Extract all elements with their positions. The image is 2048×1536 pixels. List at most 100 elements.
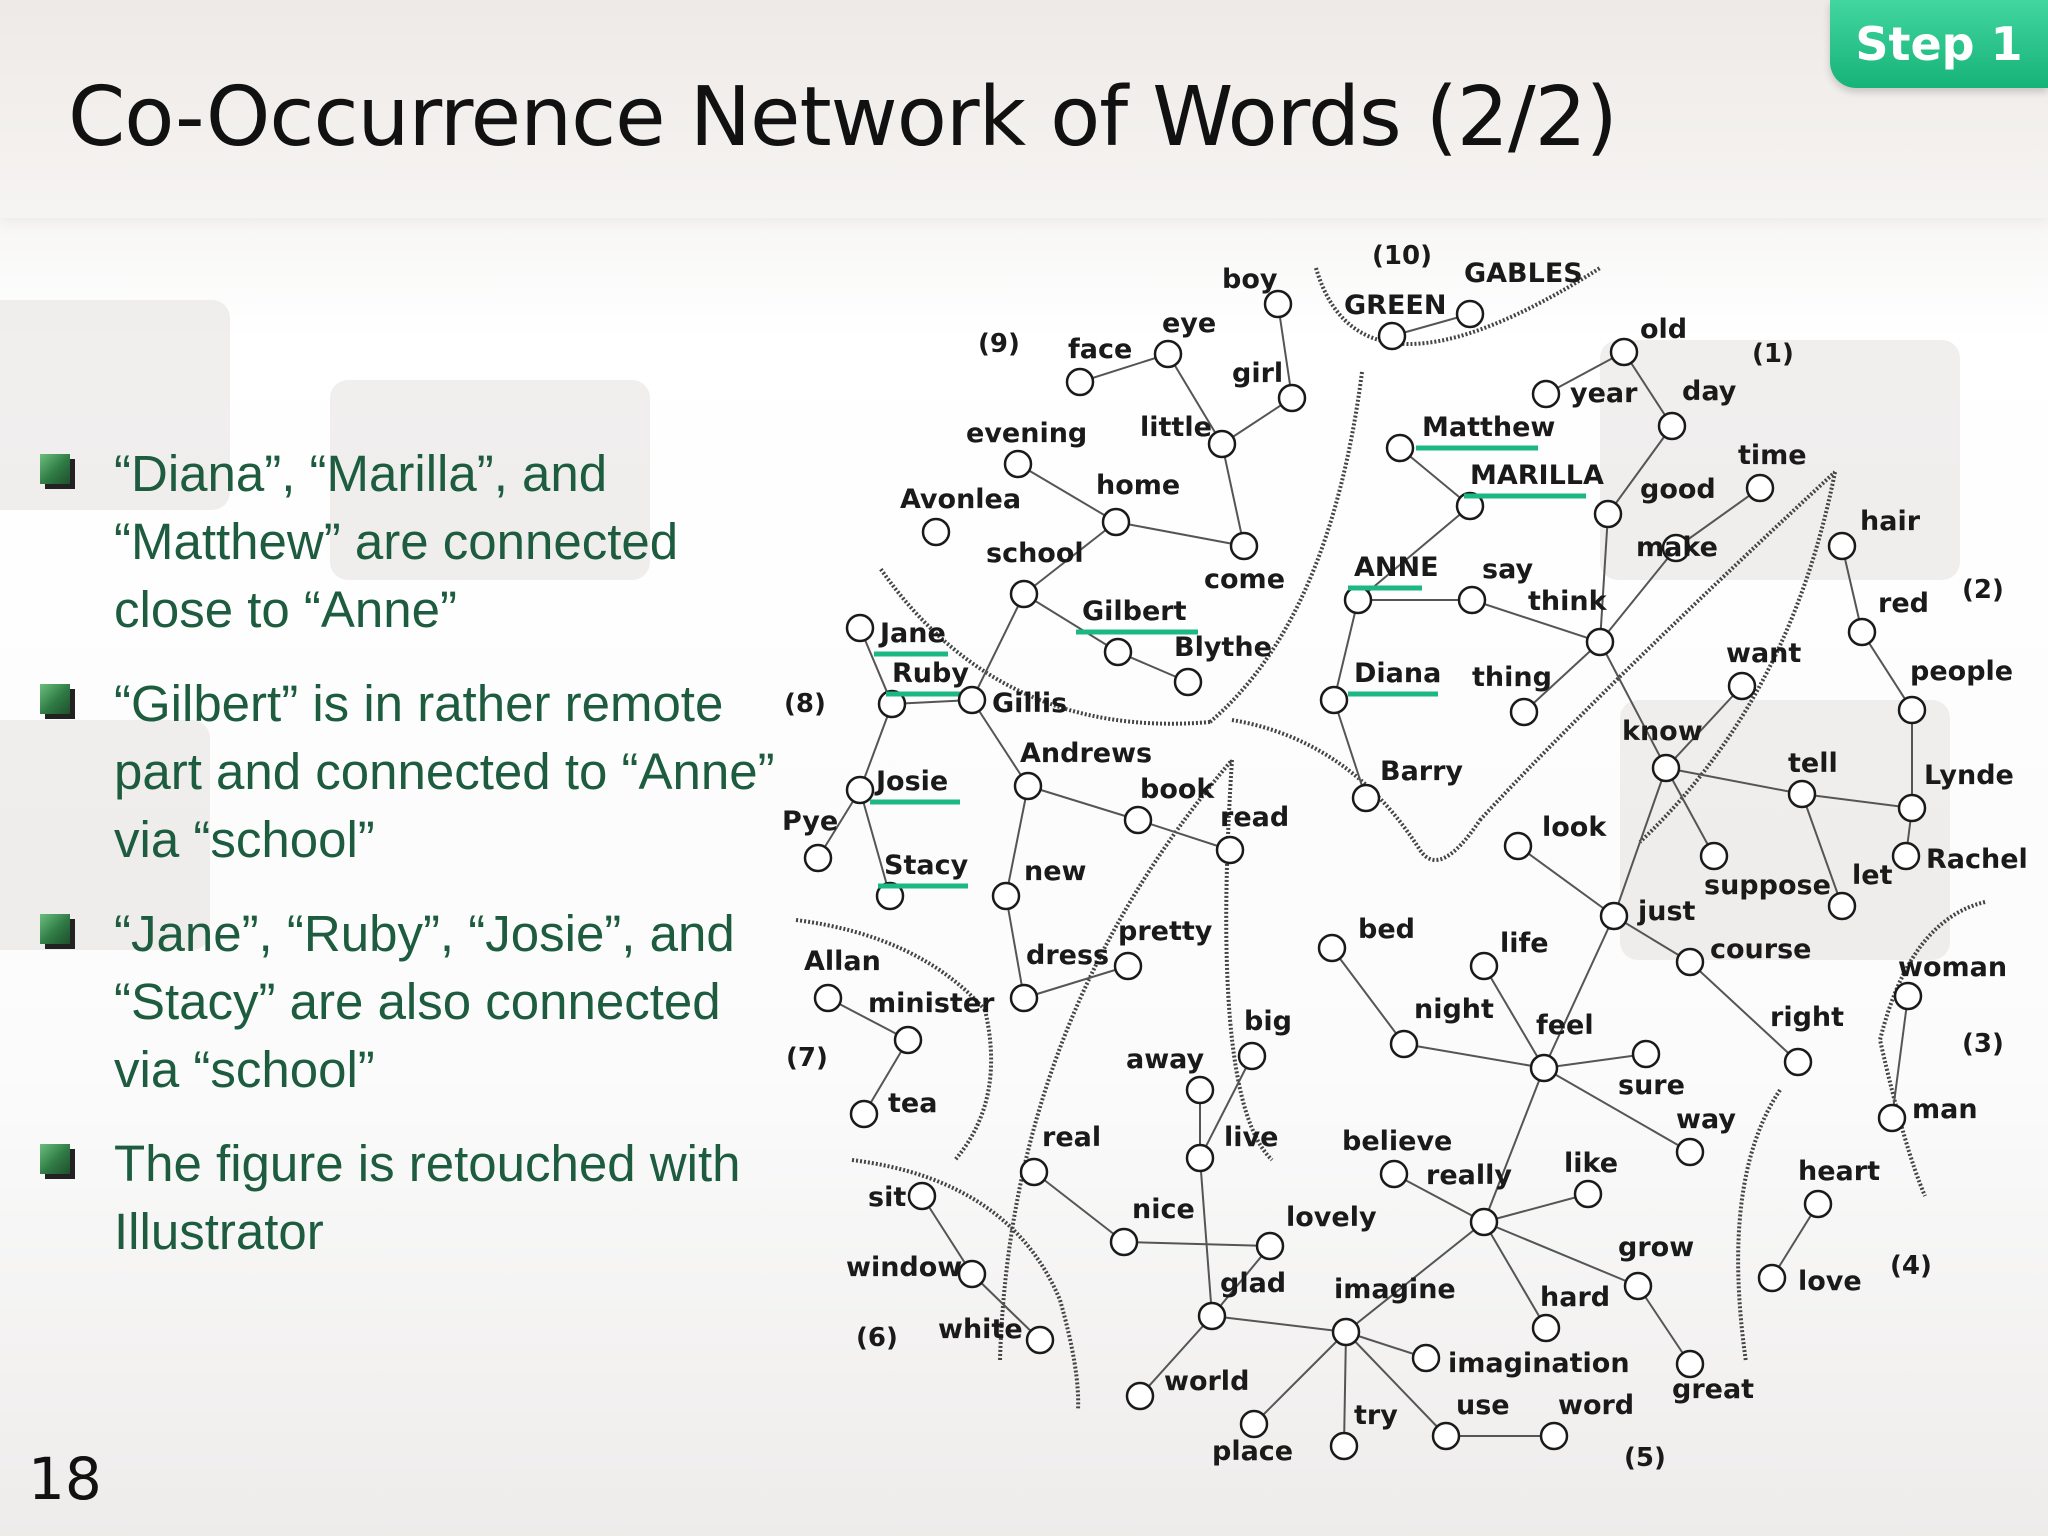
node-eye: [1153, 339, 1183, 369]
word-label-just: just: [1637, 896, 1696, 927]
word-label-feel: feel: [1536, 1010, 1594, 1041]
word-label-word: word: [1558, 1390, 1634, 1421]
boundary-line: [851, 1158, 1081, 1411]
edge-lovely-glad: [1211, 1245, 1271, 1317]
boundary-line: [1208, 371, 1364, 724]
node-know: [1651, 753, 1681, 783]
word-label-read: read: [1220, 802, 1289, 833]
word-label-red: red: [1878, 588, 1929, 619]
node-red: [1847, 617, 1877, 647]
word-label-believe: believe: [1342, 1126, 1452, 1157]
edge-woman-man: [1891, 995, 1909, 1119]
edge-glad-world: [1139, 1315, 1213, 1397]
node-pye: [803, 843, 833, 873]
word-label-year: year: [1570, 378, 1638, 409]
edge-book-read: [1137, 819, 1231, 851]
edge-heart-love: [1771, 1203, 1819, 1279]
node-use: [1431, 1421, 1461, 1451]
word-label-hair: hair: [1860, 506, 1921, 537]
word-label-pretty: pretty: [1118, 916, 1213, 947]
word-label-live: live: [1224, 1122, 1278, 1153]
word-label-minister: minister: [868, 988, 995, 1019]
bullet-text: “Diana”, “Marilla”, and “Matthew” are co…: [114, 445, 679, 638]
edge-imagine-try: [1343, 1331, 1347, 1447]
boundary-line: [1314, 266, 1602, 346]
edge-josie-stacy: [859, 789, 891, 897]
edge-andrews-new: [1005, 785, 1029, 897]
group-label-2: (2): [1962, 575, 2004, 605]
node-white: [1025, 1325, 1055, 1355]
word-label-avonlea: Avonlea: [900, 484, 1021, 515]
node-course: [1675, 947, 1705, 977]
edge-gillis-andrews: [971, 699, 1029, 787]
word-label-heart: heart: [1798, 1156, 1880, 1187]
word-label-green: GREEN: [1344, 290, 1446, 321]
node-josie: [845, 775, 875, 805]
square-bullet-icon: [40, 914, 70, 944]
word-label-anne: ANNE: [1354, 552, 1439, 583]
node-hair: [1827, 531, 1857, 561]
edge-diana-barry: [1333, 699, 1367, 799]
node-ruby: [877, 689, 907, 719]
word-label-pye: Pye: [782, 806, 838, 837]
word-label-big: big: [1244, 1006, 1292, 1037]
word-label-away: away: [1126, 1044, 1205, 1075]
node-heart: [1803, 1189, 1833, 1219]
node-matthew: [1385, 433, 1415, 463]
word-label-ruby: Ruby: [892, 658, 969, 689]
word-label-stacy: Stacy: [884, 850, 969, 881]
group-labels: (1)(2)(3)(4)(5)(6)(7)(8)(9)(10): [784, 241, 2004, 1473]
edge-anne-diana: [1333, 599, 1359, 701]
node-boy: [1263, 289, 1293, 319]
word-label-want: want: [1726, 638, 1801, 669]
edge-hair-red: [1841, 545, 1863, 633]
node-book: [1123, 805, 1153, 835]
word-label-home: home: [1096, 470, 1180, 501]
node-thing: [1509, 697, 1539, 727]
edge-red-people: [1861, 631, 1913, 711]
word-label-book: book: [1140, 774, 1215, 805]
node-people: [1897, 695, 1927, 725]
edge-tell-let: [1801, 793, 1843, 907]
word-label-love: love: [1798, 1266, 1862, 1297]
node-world: [1125, 1381, 1155, 1411]
edge-feel-way: [1543, 1067, 1691, 1153]
boundary-line: [953, 1009, 994, 1162]
edge-look-just: [1517, 845, 1615, 917]
node-love: [1757, 1263, 1787, 1293]
word-label-allan: Allan: [804, 946, 881, 977]
node-jane: [845, 613, 875, 643]
node-read: [1215, 835, 1245, 865]
node-avonlea: [921, 517, 951, 547]
node-great: [1675, 1349, 1705, 1379]
node-lynde: [1897, 793, 1927, 823]
word-label-dress: dress: [1026, 940, 1109, 971]
node-look: [1503, 831, 1533, 861]
bullet-text: “Gilbert” is in rather remote part and c…: [114, 675, 775, 868]
word-label-place: place: [1212, 1436, 1293, 1467]
edge-really-like: [1483, 1193, 1589, 1223]
bullet-list: “Diana”, “Marilla”, and “Matthew” are co…: [36, 440, 776, 1292]
background-key: [0, 720, 210, 950]
edge-really-believe: [1393, 1173, 1485, 1223]
node-say: [1457, 585, 1487, 615]
node-tell: [1787, 779, 1817, 809]
word-label-really: really: [1426, 1160, 1512, 1191]
node-green: [1377, 321, 1407, 351]
word-label-try: try: [1354, 1400, 1398, 1431]
word-label-thing: thing: [1472, 662, 1552, 693]
edge-andrews-book: [1027, 785, 1139, 821]
boundary-line: [1736, 1088, 1782, 1363]
word-label-man: man: [1912, 1094, 1978, 1125]
background-key: [1620, 700, 1950, 960]
edge-life-feel: [1483, 965, 1545, 1069]
word-label-use: use: [1456, 1390, 1510, 1421]
bullet-text: “Jane”, “Ruby”, “Josie”, and “Stacy” are…: [114, 905, 735, 1098]
group-label-9: (9): [978, 329, 1020, 359]
edge-boy-girl: [1277, 303, 1293, 399]
node-good: [1593, 499, 1623, 529]
word-label-suppose: suppose: [1704, 870, 1831, 901]
group-label-6: (6): [856, 1323, 898, 1353]
node-lovely: [1255, 1231, 1285, 1261]
edge-glad-imagine: [1211, 1315, 1347, 1333]
